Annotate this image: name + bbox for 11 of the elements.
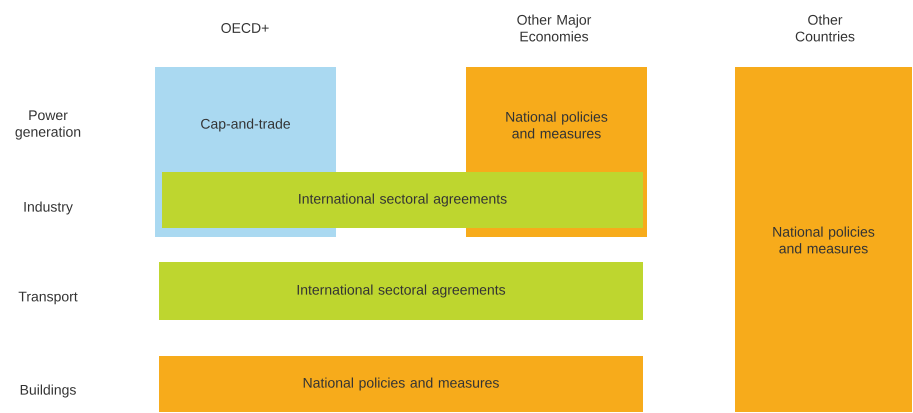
policy-box: International sectoral agreements (162, 172, 643, 228)
policy-box: International sectoral agreements (159, 262, 643, 320)
row-heading: Power generation (16, 110, 80, 140)
policy-box: National policies and measures (735, 67, 912, 412)
row-heading: Transport (18, 292, 78, 304)
policy-box: National policies and measures (159, 356, 643, 412)
column-heading: Other Countries (796, 14, 854, 42)
column-heading: OECD+ (221, 23, 269, 33)
row-heading: Industry (24, 201, 73, 215)
row-heading: Buildings (20, 384, 76, 398)
column-heading: Other Major Economies (517, 14, 592, 42)
